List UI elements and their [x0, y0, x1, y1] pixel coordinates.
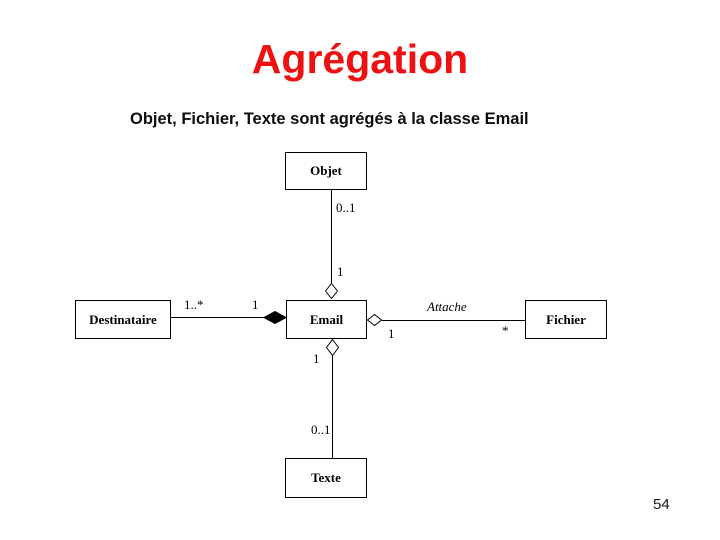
page-number: 54	[653, 496, 670, 513]
multiplicity-email-end-right: 1	[388, 326, 395, 341]
class-name-objet: Objet	[310, 163, 342, 178]
open-aggregation-diamond-objet-email	[325, 283, 338, 299]
association-line-email-texte	[332, 355, 333, 458]
slide-title: Agrégation	[251, 36, 469, 82]
multiplicity-email-end-left: 1	[252, 297, 259, 312]
slide-subtitle: Objet, Fichier, Texte sont agrégés à la …	[130, 110, 529, 128]
class-name-texte: Texte	[311, 470, 341, 485]
multiplicity-texte-end: 0..1	[311, 422, 331, 437]
class-box-destinataire: Destinataire	[75, 300, 171, 339]
multiplicity-fichier-end: *	[502, 323, 509, 338]
class-name-destinataire: Destinataire	[89, 311, 157, 327]
class-box-fichier: Fichier	[525, 300, 607, 339]
multiplicity-email-end-top: 1	[337, 264, 344, 279]
open-aggregation-diamond-email-fichier	[367, 314, 382, 326]
association-line-destinataire-email	[171, 317, 264, 318]
multiplicity-email-end-bottom: 1	[313, 351, 320, 366]
filled-aggregation-diamond-destinataire-email	[264, 311, 286, 324]
multiplicity-objet-end: 0..1	[336, 200, 356, 215]
class-box-texte: Texte	[285, 458, 367, 498]
association-line-email-fichier	[382, 320, 525, 321]
class-box-email: Email	[286, 300, 367, 339]
association-line-objet-email	[331, 190, 332, 283]
open-aggregation-diamond-email-texte	[326, 339, 339, 356]
multiplicity-destinataire-end: 1..*	[184, 297, 204, 312]
class-box-objet: Objet	[285, 152, 367, 190]
association-name-attache: Attache	[427, 299, 467, 314]
class-name-email: Email	[309, 311, 344, 327]
class-name-fichier: Fichier	[546, 311, 586, 327]
